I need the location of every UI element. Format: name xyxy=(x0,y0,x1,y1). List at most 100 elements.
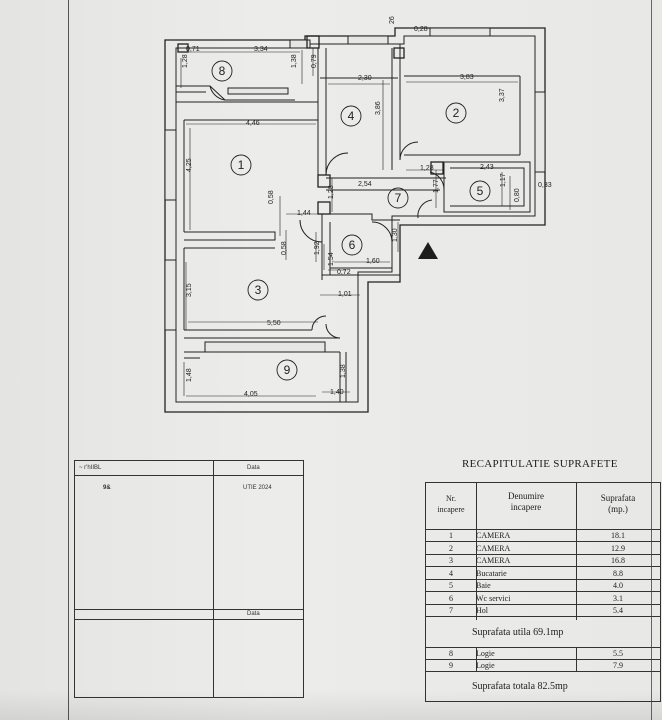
dimension-label: 1,92 xyxy=(314,241,321,255)
cell-area: 7.9 xyxy=(613,660,623,670)
dimension-label: 1,01 xyxy=(338,291,352,298)
cell-area: 5.5 xyxy=(613,649,623,658)
dimension-label: 26 xyxy=(389,16,396,24)
recap-title: RECAPITULATIE SUPRAFETE xyxy=(462,458,618,470)
entrance-marker xyxy=(418,242,438,259)
logie-row: 9 Logie 7.9 xyxy=(426,660,660,672)
dimension-label: 4,25 xyxy=(186,158,193,172)
dimension-label: 3,37 xyxy=(499,88,506,102)
dimension-label: 4,46 xyxy=(246,120,260,127)
cell-name: Bucatarie xyxy=(476,568,507,578)
recap-table: Nr. incapere Denumire incapere Suprafata… xyxy=(425,482,661,702)
room-number-7: 7 xyxy=(395,191,402,205)
header-name: Denumire incapere xyxy=(508,491,544,512)
stamp-lower-label: Data xyxy=(247,611,260,617)
page-border-left xyxy=(68,0,69,720)
cell-area: 8.8 xyxy=(613,568,623,578)
stamp-header-left: ~ r'hIIBL xyxy=(79,465,102,471)
page-border-right xyxy=(651,0,652,720)
dimension-label: 1,60 xyxy=(366,258,380,265)
col-divider xyxy=(476,483,477,620)
room-number-5: 5 xyxy=(477,184,484,198)
stamp-header-right: Data xyxy=(247,465,260,471)
dimension-label: 0,33 xyxy=(538,182,552,189)
cell-area: 12.9 xyxy=(611,543,625,553)
room-number-2: 2 xyxy=(453,106,460,120)
room-number-6: 6 xyxy=(349,238,356,252)
table-divider xyxy=(426,671,660,672)
cell-nr: 9 xyxy=(449,660,453,670)
room-number-3: 3 xyxy=(255,283,262,297)
room-row: 7 Hol 5.4 xyxy=(426,605,660,617)
cell-name: CAMERA xyxy=(476,543,511,553)
dimension-label: 1,28 xyxy=(328,185,335,199)
stamp-divider xyxy=(213,461,214,697)
cell-name: Logie xyxy=(476,660,495,670)
dimension-label: 0,58 xyxy=(268,190,275,204)
dimension-label: 1,17 xyxy=(500,173,507,187)
dimension-label: 3,34 xyxy=(254,46,268,53)
cell-name: CAMERA xyxy=(476,556,511,565)
photo-shadow xyxy=(0,690,662,720)
header-area: Suprafata (mp.) xyxy=(600,493,636,514)
cell-nr: 5 xyxy=(449,581,453,590)
dimension-label: 1,77 xyxy=(433,179,440,193)
dimension-label: 5,50 xyxy=(267,320,281,327)
cell-name: Baie xyxy=(476,581,491,590)
dimension-label: 2,30 xyxy=(358,75,372,82)
suprafata-totala: Suprafata totala 82.5mp xyxy=(472,681,568,692)
cell-nr: 7 xyxy=(449,606,453,615)
suprafata-utila: Suprafata utila 69.1mp xyxy=(472,627,564,638)
room-row: 3 CAMERA 16.8 xyxy=(426,555,660,567)
cell-area: 16.8 xyxy=(611,556,625,565)
stamp-divider xyxy=(75,609,303,610)
cell-area: 18.1 xyxy=(611,531,625,540)
dimension-label: 3,83 xyxy=(460,74,474,81)
dimension-label: 1,38 xyxy=(291,54,298,68)
dimension-label: 1,54 xyxy=(328,252,335,266)
dimension-label: 0,71 xyxy=(186,46,200,53)
table-divider xyxy=(426,647,660,648)
dimension-label: 1,28 xyxy=(420,165,434,172)
cell-area: 3.1 xyxy=(613,593,623,603)
stamp-date-text: UTIE 2024 xyxy=(243,485,272,491)
dimension-label: 0,80 xyxy=(514,188,521,202)
cell-nr: 1 xyxy=(449,531,453,540)
dimension-label: 1,40 xyxy=(330,389,344,396)
room-number-4: 4 xyxy=(348,109,355,123)
room-row: 2 CAMERA 12.9 xyxy=(426,543,660,555)
dimension-label: 0,28 xyxy=(414,26,428,33)
dimension-label: 4,05 xyxy=(244,391,258,398)
dimension-label: 3,86 xyxy=(375,101,382,115)
dimension-label: 0,72 xyxy=(337,269,351,276)
dimension-label: 1,38 xyxy=(340,364,347,378)
dimension-label: 1,48 xyxy=(186,368,193,382)
cell-name: Hol xyxy=(476,606,488,615)
cell-nr: 6 xyxy=(449,593,453,603)
dimension-label: 1,44 xyxy=(297,210,311,217)
dimension-label: 0,58 xyxy=(281,241,288,255)
dimension-label: 1,30 xyxy=(392,228,399,242)
cell-name: Logie xyxy=(476,649,495,658)
room-row: 1 CAMERA 18.1 xyxy=(426,530,660,542)
cell-nr: 3 xyxy=(449,556,453,565)
recap-table-header: Nr. incapere Denumire incapere Suprafata… xyxy=(426,483,660,530)
col-divider xyxy=(576,483,577,620)
room-number-1: 1 xyxy=(238,158,245,172)
cell-area: 5.4 xyxy=(613,606,623,615)
stamp-divider xyxy=(75,475,303,476)
title-stamp-box: ~ r'hIIBL Data 9& UTIE 2024 Data xyxy=(74,460,304,698)
cell-nr: 2 xyxy=(449,543,453,553)
dimension-label: 1,28 xyxy=(182,54,189,68)
stamp-mark: 9& xyxy=(103,485,111,491)
header-nr: Nr. incapere xyxy=(437,494,465,514)
stamp-divider xyxy=(75,619,303,620)
room-number-8: 8 xyxy=(219,64,226,78)
dimension-label: 0,79 xyxy=(311,54,318,68)
cell-name: CAMERA xyxy=(476,531,511,540)
